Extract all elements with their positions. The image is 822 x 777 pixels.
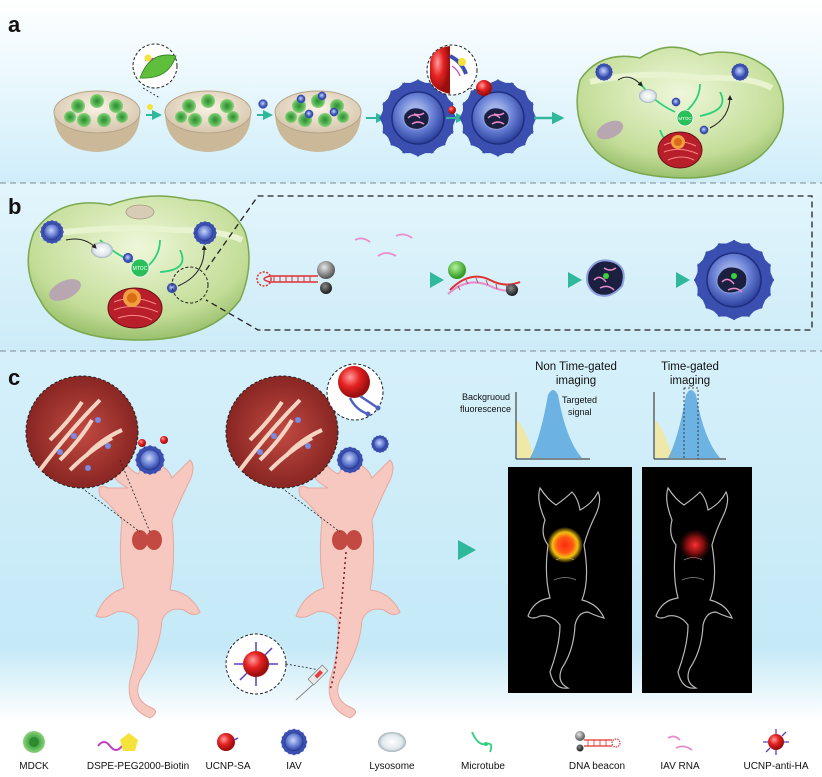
zoom-lung-2 bbox=[225, 375, 341, 533]
panel-a: MTOC bbox=[53, 43, 785, 179]
legend-icon-dspe bbox=[97, 733, 138, 751]
petri-dish-3 bbox=[274, 90, 362, 152]
background-fluorescence-label-1: Backgruoud bbox=[462, 392, 510, 402]
legend-icon-lysosome bbox=[378, 732, 406, 752]
zoom-membrane-circle bbox=[132, 43, 178, 99]
targeted-signal-label-1: Targeted bbox=[562, 395, 597, 405]
background-fluorescence-label-2: fluorescence bbox=[460, 404, 511, 414]
legend-label-lysosome: Lysosome bbox=[369, 761, 415, 772]
legend-label-iav: IAV bbox=[286, 761, 302, 772]
hybridized-beacon bbox=[447, 261, 521, 296]
legend-label-microtube: Microtube bbox=[461, 761, 505, 772]
panel-c: Non Time-gated imaging Backgruoud fluore… bbox=[25, 361, 752, 719]
legend-icon-microtube bbox=[471, 731, 493, 753]
plot-time-gated: Time-gated imaging bbox=[653, 361, 726, 460]
syringe bbox=[295, 664, 329, 701]
legend-icon-mdck bbox=[23, 731, 45, 753]
plot-non-time-gated: Non Time-gated imaging Backgruoud fluore… bbox=[460, 361, 617, 460]
legend-label-iav-rna: IAV RNA bbox=[660, 761, 700, 772]
legend-label-mdck: MDCK bbox=[19, 761, 49, 772]
panel-label-a: a bbox=[8, 12, 21, 37]
legend-icon-iav-rna bbox=[667, 735, 693, 751]
panel-b: MTOC bbox=[27, 195, 813, 341]
zoom-injection bbox=[225, 633, 321, 695]
zoom-ucnp-binding bbox=[426, 44, 483, 96]
legend: MDCK DSPE-PEG2000-Biotin UCNP-SA IAV Lys… bbox=[19, 729, 809, 772]
non-time-gated-title-1: Non Time-gated bbox=[535, 361, 617, 373]
virus-large-1 bbox=[383, 83, 453, 153]
cell-infection-b: MTOC bbox=[27, 195, 250, 341]
legend-background bbox=[0, 721, 822, 777]
dna-beacon-hairpin bbox=[256, 261, 335, 294]
virus-large-b bbox=[698, 244, 771, 317]
virus-core-with-beacon bbox=[586, 259, 625, 297]
mtoc-label-b: MTOC bbox=[133, 266, 148, 272]
mtoc-label-a: MTOC bbox=[678, 116, 692, 121]
legend-icon-ucnp-anti-ha bbox=[763, 729, 789, 755]
petri-dish-2 bbox=[164, 90, 252, 152]
legend-label-ucnp-anti-ha: UCNP-anti-HA bbox=[743, 761, 808, 772]
legend-icon-dna-beacon bbox=[575, 731, 621, 752]
time-gated-title-1: Time-gated bbox=[661, 361, 719, 373]
legend-icon-ucnp-sa bbox=[217, 733, 239, 751]
panel-label-c: c bbox=[8, 365, 20, 390]
panel-label-b: b bbox=[8, 194, 21, 219]
targeted-signal-label-2: signal bbox=[568, 407, 592, 417]
ucnp-sa-small bbox=[448, 106, 456, 114]
legend-label-dspe: DSPE-PEG2000-Biotin bbox=[87, 761, 189, 772]
petri-dish-1 bbox=[53, 90, 141, 152]
zoom-ucnp-ha bbox=[326, 363, 384, 421]
legend-label-ucnp-sa: UCNP-SA bbox=[205, 761, 250, 772]
biotin-small bbox=[147, 104, 153, 110]
legend-label-dna-beacon: DNA beacon bbox=[569, 761, 625, 772]
zoom-lung-1 bbox=[25, 375, 151, 533]
legend-icon-iav bbox=[282, 730, 306, 754]
cell-infection-a: MTOC bbox=[576, 46, 785, 179]
mouse-2 bbox=[295, 449, 401, 719]
mouse-image-time-gated bbox=[642, 467, 752, 693]
non-time-gated-title-2: imaging bbox=[556, 375, 596, 387]
mouse-image-non-time-gated bbox=[508, 467, 632, 693]
virus-large-2 bbox=[463, 80, 533, 153]
iav-rna-strands bbox=[354, 233, 413, 257]
zoom-frame-b bbox=[205, 195, 813, 331]
time-gated-title-2: imaging bbox=[670, 375, 710, 387]
